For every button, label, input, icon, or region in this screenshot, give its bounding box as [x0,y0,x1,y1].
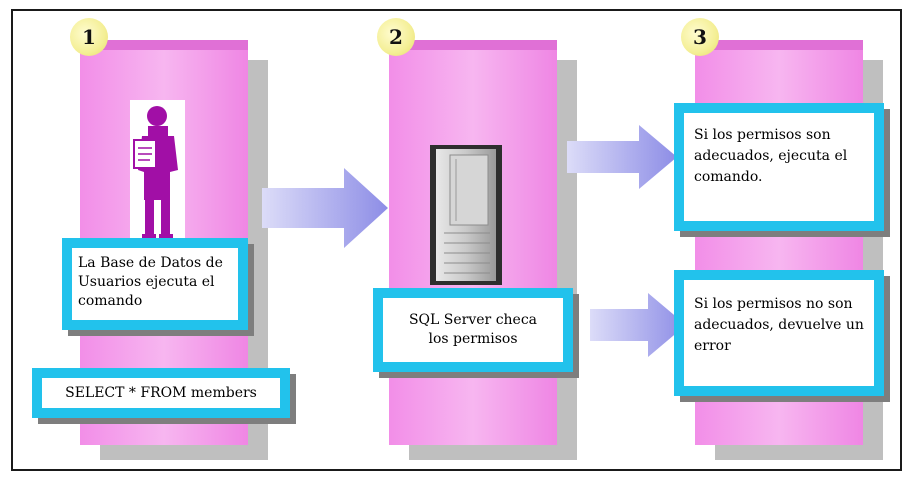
right-arrow-icon [567,125,677,189]
server-icon [430,145,502,285]
step-2-caption-box: SQL Server checa los permisos [373,288,573,372]
success-box: Si los permisos son adecuados, ejecuta e… [674,103,884,231]
step-1-caption: La Base de Datos de Usuarios ejecuta el … [78,255,223,309]
person-with-document-icon [130,100,185,240]
right-arrow-icon [262,168,388,248]
failure-text: Si los permisos no son adecuados, devuel… [694,296,864,354]
success-text: Si los permisos son adecuados, ejecuta e… [694,127,848,185]
step-2-badge: 2 [377,18,415,56]
right-arrow-icon [590,293,686,357]
step-1-badge: 1 [70,18,108,56]
step-3-badge: 3 [681,18,719,56]
command-box: SELECT * FROM members [32,368,290,418]
step-2-caption: SQL Server checa los permisos [408,312,538,347]
step-1-caption-box: La Base de Datos de Usuarios ejecuta el … [62,238,248,330]
command-text: SELECT * FROM members [65,384,257,401]
failure-box: Si los permisos no son adecuados, devuel… [674,270,884,396]
